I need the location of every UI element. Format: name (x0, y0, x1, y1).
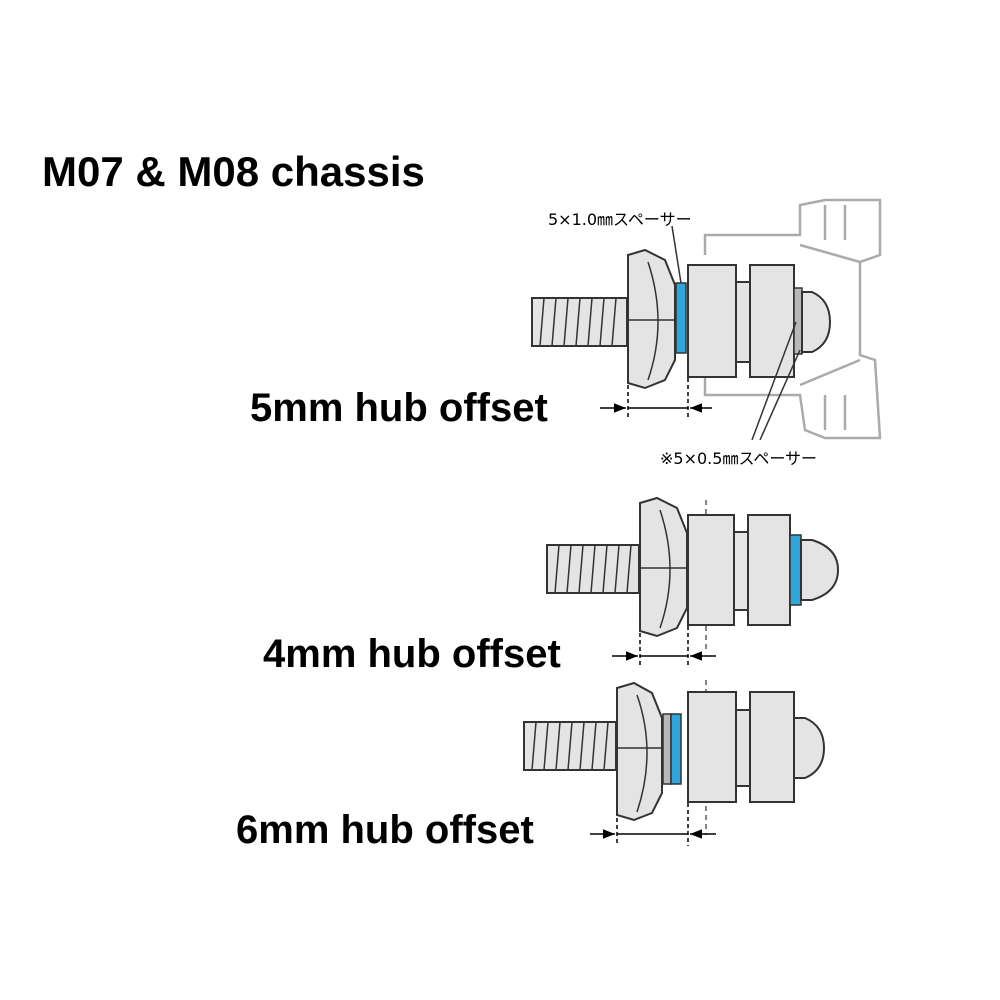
pin-cap (801, 291, 832, 353)
spacer-05mm-gray (793, 287, 803, 355)
dimension-5mm (600, 378, 712, 418)
bottom-spacer-label: ※5×0.5㎜スペーサー (660, 449, 817, 468)
spacer-1mm-blue (675, 282, 687, 354)
screw-thread (523, 721, 617, 771)
screw-thread (546, 544, 640, 594)
bearing-outer (687, 514, 735, 626)
leader-bottom-spacer-a (751, 321, 797, 441)
dimension-4mm (612, 626, 716, 666)
bearing-shaft (735, 281, 751, 363)
upright-outline (703, 198, 882, 440)
bearing-outer (687, 691, 737, 803)
pin-cap (800, 539, 840, 601)
spacer-gray (662, 713, 672, 785)
spacer-1mm-blue (789, 534, 802, 606)
leader-bottom-spacer-b (759, 349, 801, 441)
hub-hex (639, 496, 688, 638)
top-spacer-label: 5×1.0㎜スペーサー (548, 210, 692, 229)
hub-hex (627, 248, 676, 390)
label-4mm-offset: 4mm hub offset (263, 632, 561, 676)
screw-thread (531, 297, 628, 347)
label-5mm-offset: 5mm hub offset (250, 386, 548, 430)
bearing-shaft (735, 709, 751, 787)
bearing-shaft (733, 531, 749, 611)
spacer-1mm-blue (670, 713, 682, 785)
assembly-6mm (523, 680, 826, 846)
bearing-inner (749, 264, 795, 378)
diagram-title: M07 & M08 chassis (42, 148, 425, 195)
hub-hex (616, 681, 663, 822)
assembly-4mm (546, 496, 840, 666)
bearing-outer (687, 264, 737, 378)
dimension-6mm (590, 803, 716, 846)
pin-cap (793, 717, 826, 779)
bearing-inner (749, 691, 795, 803)
assembly-5mm (531, 225, 832, 441)
bearing-inner (747, 514, 791, 626)
leader-top-spacer (671, 225, 682, 284)
label-6mm-offset: 6mm hub offset (236, 808, 534, 852)
